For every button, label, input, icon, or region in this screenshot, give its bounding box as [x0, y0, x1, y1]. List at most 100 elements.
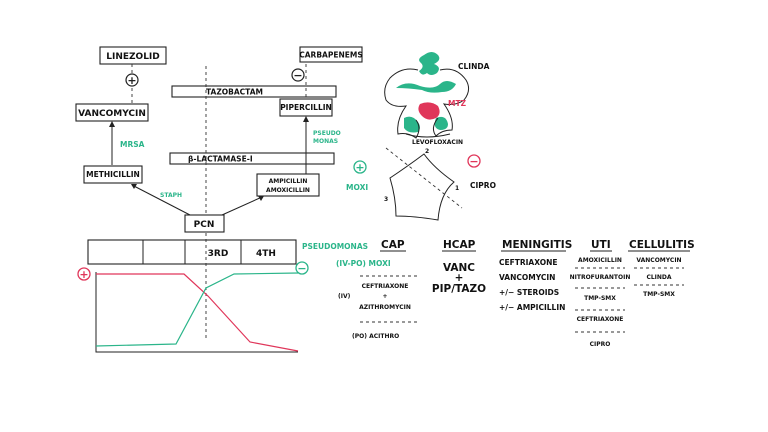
- arrow-head-icon: [303, 116, 309, 122]
- clinda-label: CLINDA: [458, 62, 490, 71]
- hcap-vanc-label: VANC: [443, 262, 475, 274]
- arrow-head-icon: [258, 196, 264, 201]
- cap-azithromycin-label: AZITHROMYCIN: [359, 304, 411, 311]
- cellulitis-item: TMP-SMX: [643, 291, 675, 298]
- moxi-label: MOXI: [346, 183, 368, 192]
- pipercillin-box: [279, 98, 333, 117]
- cap-po-label: (PO) ACITHRO: [352, 333, 399, 340]
- plus-symbol: +: [79, 268, 88, 281]
- generation-4-label: 4TH: [256, 249, 276, 259]
- meningitis-column: MENINGITIS CEFTRIAXONE VANCOMYCIN +/− ST…: [499, 239, 572, 312]
- uti-item: CEFTRIAXONE: [577, 316, 624, 323]
- plus-symbol: +: [127, 74, 136, 87]
- num-3: 3: [384, 196, 388, 203]
- uti-item: AMOXICILLIN: [578, 257, 622, 264]
- arrow-head-icon: [109, 121, 115, 127]
- penicillin-tree: LINEZOLID + VANCOMYCIN MRSA METHICILLIN …: [75, 46, 363, 233]
- cellulitis-item: CLINDA: [646, 274, 671, 281]
- cap-heading: CAP: [381, 239, 405, 251]
- carbapenems-label: CARBAPENEMS: [299, 51, 363, 60]
- pseudomonas-label: PSEUDOMONAS: [302, 242, 368, 251]
- pcn-label: PCN: [194, 220, 215, 230]
- pcn-box: [184, 214, 225, 233]
- staph-arrow: [131, 184, 191, 216]
- meningitis-item: VANCOMYCIN: [499, 273, 555, 282]
- figure-outline: [432, 68, 470, 137]
- minus-symbol: −: [469, 155, 478, 168]
- vancomycin-label: VANCOMYCIN: [78, 109, 146, 119]
- cephalosporin-generations: 3RD 4TH PSEUDOMONAS + −: [77, 233, 368, 353]
- beta-lactamase-label: β-LACTAMASE-I: [188, 155, 253, 164]
- mrsa-label: MRSA: [120, 140, 145, 149]
- fluoroquinolone-shape: [389, 153, 455, 221]
- minus-circle-icon: [467, 154, 481, 168]
- uti-column: UTI AMOXICILLIN NITROFURANTOIN TMP-SMX C…: [570, 239, 631, 348]
- hcap-plus-label: +: [455, 272, 464, 284]
- minus-symbol: −: [297, 262, 306, 275]
- organism-icon: [404, 116, 420, 133]
- plus-circle-icon: [353, 160, 367, 174]
- pseudo-label-1: PSEUDO: [313, 130, 341, 137]
- generations-table: [87, 239, 297, 265]
- cap-moxi-label: (IV-PO) MOXI: [336, 259, 391, 268]
- figure-outline: [384, 68, 420, 139]
- arrow-head-icon: [131, 184, 137, 189]
- methicillin-label: METHICILLIN: [86, 170, 140, 179]
- uti-item: CIPRO: [590, 341, 611, 348]
- ampicillin-amoxicillin-box: [256, 173, 320, 197]
- fluoroquinolone-dash: [385, 147, 463, 209]
- pcn-ampi-arrow: [221, 196, 263, 216]
- meningitis-item: +/− AMPICILLIN: [499, 303, 565, 312]
- meningitis-heading: MENINGITIS: [502, 239, 572, 251]
- beta-lactamase-bar: [169, 152, 335, 165]
- bacteria-figure: CLINDA MTZ LEVOFLOXACIN 2 3 1 + MOXI − C…: [346, 52, 496, 221]
- organism-icon: [396, 81, 456, 93]
- linezolid-label: LINEZOLID: [106, 52, 160, 62]
- amoxicillin-label: AMOXICILLIN: [266, 187, 310, 194]
- plus-symbol: +: [355, 161, 364, 174]
- meningitis-item: CEFTRIAXONE: [499, 258, 558, 267]
- organism-icon: [434, 116, 448, 130]
- cap-plus-label: +: [382, 293, 387, 300]
- hcap-pip-label: PIP/TAZO: [432, 283, 486, 295]
- ampicillin-label: AMPICILLIN: [269, 178, 308, 185]
- figure-outline: [405, 133, 451, 138]
- cap-ceftriaxone-label: CEFTRIAXONE: [362, 283, 409, 290]
- gram-negative-line: [95, 272, 299, 347]
- pseudo-label-2: MONAS: [313, 138, 338, 145]
- minus-circle-icon: [295, 261, 309, 275]
- tazobactam-label: TAZOBACTAM: [206, 88, 263, 97]
- num-1: 1: [455, 185, 459, 192]
- meningitis-item: +/− STEROIDS: [499, 288, 559, 297]
- cap-column: CAP (IV-PO) MOXI (IV) CEFTRIAXONE + AZIT…: [336, 239, 420, 340]
- cellulitis-column: CELLULITIS VANCOMYCIN CLINDA TMP-SMX: [628, 239, 695, 298]
- uti-heading: UTI: [591, 239, 611, 251]
- plus-circle-icon: [125, 73, 139, 87]
- plus-circle-icon: [77, 267, 91, 281]
- cap-iv-label: (IV): [338, 293, 351, 300]
- hcap-column: HCAP VANC + PIP/TAZO: [432, 239, 486, 295]
- minus-circle-icon: [291, 68, 305, 82]
- cellulitis-heading: CELLULITIS: [629, 239, 695, 251]
- graph-axes: [95, 272, 298, 353]
- uti-item: TMP-SMX: [584, 295, 616, 302]
- organism-icon: [419, 52, 440, 75]
- pipercillin-label: PIPERCILLIN: [280, 103, 332, 112]
- tazobactam-bar: [171, 85, 337, 98]
- methicillin-box: [83, 165, 143, 184]
- gram-positive-line: [96, 273, 299, 352]
- minus-symbol: −: [293, 69, 302, 82]
- levofloxacin-label: LEVOFLOXACIN: [412, 139, 463, 146]
- cellulitis-item: VANCOMYCIN: [636, 257, 681, 264]
- generation-3-label: 3RD: [208, 249, 229, 259]
- staph-label: STAPH: [160, 192, 182, 199]
- linezolid-box: [99, 46, 167, 65]
- carbapenems-box: [299, 46, 363, 63]
- mtz-label: MTZ: [448, 99, 467, 108]
- anaerobe-icon: [418, 102, 440, 120]
- cipro-label: CIPRO: [470, 181, 496, 190]
- num-2: 2: [425, 148, 429, 155]
- uti-item: NITROFURANTOIN: [570, 274, 631, 281]
- hcap-heading: HCAP: [443, 239, 476, 251]
